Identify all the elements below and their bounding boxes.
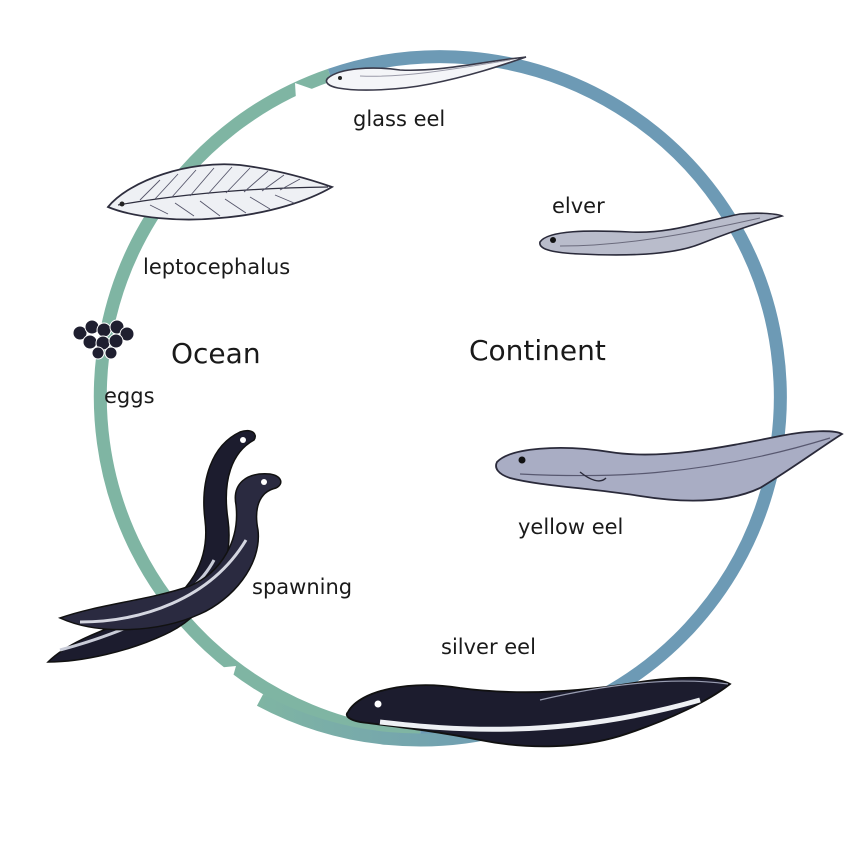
arrow-top-left-icon [295, 83, 315, 100]
arrow-top-right-icon [520, 82, 540, 100]
continent-arc [327, 50, 787, 744]
silver-eel-illustration [345, 676, 732, 748]
label-continent: Continent [469, 334, 606, 367]
leptocephalus-illustration [106, 163, 335, 221]
label-ocean: Ocean [171, 337, 261, 370]
spawning-eels-illustration [46, 429, 282, 663]
label-leptocephalus: leptocephalus [143, 255, 291, 279]
label-elver: elver [552, 194, 605, 218]
arrow-left-upper-icon [102, 236, 120, 255]
label-silver-eel: silver eel [441, 635, 536, 659]
arrow-bottom-right-icon [598, 655, 612, 675]
arrow-bottom-left-icon [216, 666, 236, 680]
elver-illustration [539, 212, 785, 256]
arrow-left-top-icon [116, 206, 134, 224]
arrow-right-upper-icon [648, 175, 668, 194]
yellow-eel-illustration [495, 430, 844, 502]
arrow-left-lower-icon [72, 360, 88, 380]
glass-eel-illustration [325, 56, 527, 91]
label-glass-eel: glass eel [353, 107, 446, 131]
ocean-arc [93, 68, 421, 743]
label-yellow-eel: yellow eel [518, 515, 624, 539]
arrow-right-lower-icon [725, 390, 743, 410]
label-eggs: eggs [104, 384, 155, 408]
eggs-illustration [72, 319, 135, 360]
label-spawning: spawning [252, 575, 353, 599]
cycle-arrows [72, 82, 743, 680]
